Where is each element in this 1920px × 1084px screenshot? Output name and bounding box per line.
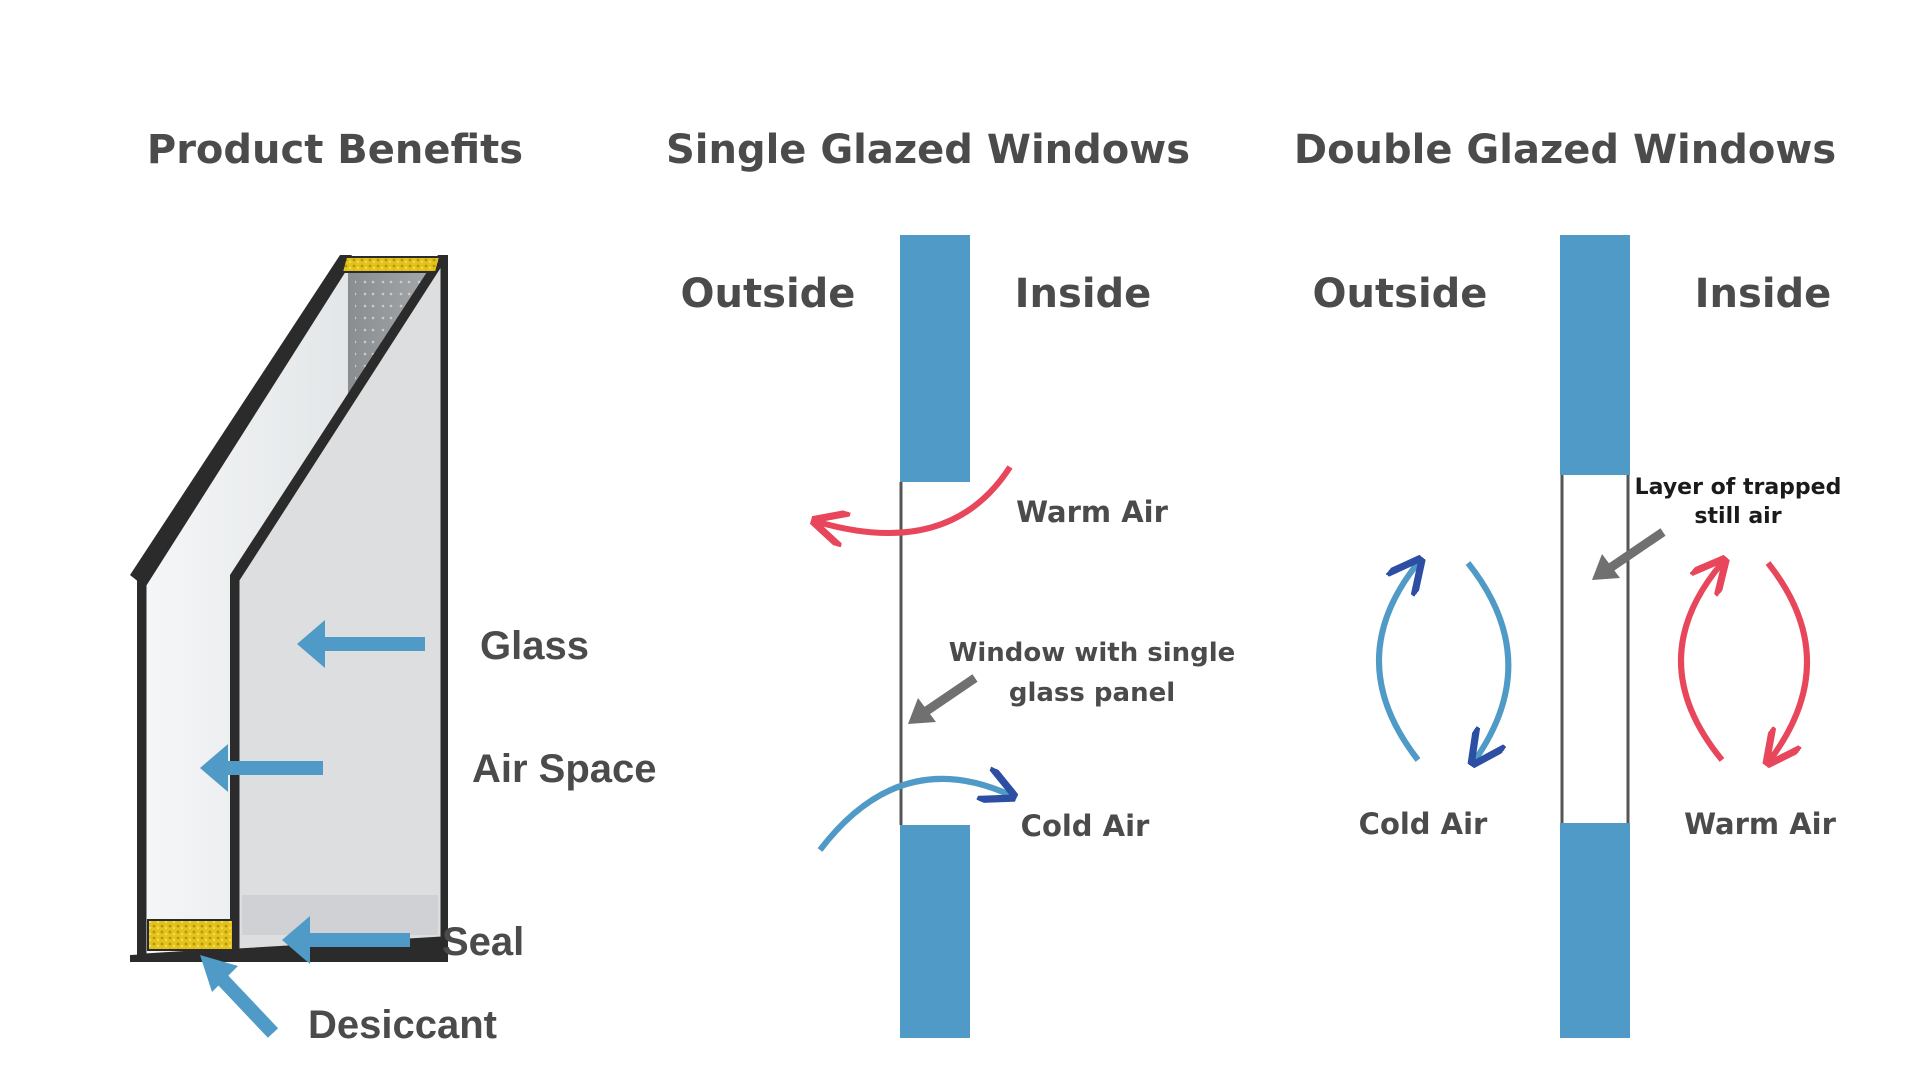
label-glass: Glass: [480, 624, 589, 668]
double-trapped-air-pointer: [1607, 528, 1666, 572]
double-glazed-diagram: [1376, 235, 1810, 1038]
single-wall-top: [900, 235, 970, 482]
double-inside-label: Inside: [1695, 271, 1832, 317]
single-cold-air-label: Cold Air: [1021, 809, 1150, 843]
double-outside-label: Outside: [1313, 271, 1488, 317]
double-cold-air-arrow-up: [1376, 563, 1418, 762]
label-desiccant: Desiccant: [308, 1003, 497, 1047]
double-trapped-line2: still air: [1694, 504, 1781, 529]
desiccant-top: [340, 256, 442, 273]
single-warm-air-label: Warm Air: [1016, 495, 1169, 529]
glass-unit-illustration: [130, 255, 448, 962]
air-space-arrow-icon: [200, 744, 228, 792]
single-glazed-diagram: [818, 235, 1010, 1038]
heading-product-benefits: Product Benefits: [147, 127, 523, 173]
heading-single-glazed: Single Glazed Windows: [666, 127, 1190, 173]
seal-arrow-icon: [282, 916, 310, 964]
double-warm-air-label: Warm Air: [1684, 807, 1837, 841]
spacer-bottom-reflection: [242, 895, 438, 935]
single-note-line1: Window with single: [949, 638, 1236, 668]
glass-arrow-icon: [297, 620, 325, 668]
single-panel-pointer: [922, 674, 978, 716]
double-warm-air-arrow-up: [1678, 563, 1722, 762]
label-air-space: Air Space: [472, 747, 657, 791]
double-cold-air-arrow-down: [1465, 561, 1512, 760]
heading-double-glazed: Double Glazed Windows: [1294, 127, 1836, 173]
double-trapped-air-pointer-head: [1592, 554, 1620, 580]
single-warm-air-arrow: [818, 465, 1013, 533]
desiccant-arrow-shaft: [214, 972, 279, 1038]
single-note-line2: glass panel: [1009, 678, 1175, 708]
single-inside-label: Inside: [1015, 271, 1152, 317]
desiccant-arrow-icon: [200, 955, 238, 992]
inner-glass-pane: [236, 257, 444, 952]
single-wall-bottom: [900, 825, 970, 1038]
double-trapped-line1: Layer of trapped: [1635, 475, 1842, 500]
double-wall-top: [1560, 235, 1630, 475]
benefit-arrows: [200, 620, 425, 1038]
double-cold-air-label: Cold Air: [1359, 807, 1488, 841]
label-seal: Seal: [442, 920, 524, 964]
double-wall-bottom: [1560, 823, 1630, 1038]
single-panel-pointer-head: [908, 698, 936, 724]
desiccant-bottom: [147, 919, 234, 951]
single-cold-air-arrow: [817, 779, 1010, 852]
single-outside-label: Outside: [681, 271, 856, 317]
double-warm-air-arrow-down: [1768, 561, 1810, 760]
